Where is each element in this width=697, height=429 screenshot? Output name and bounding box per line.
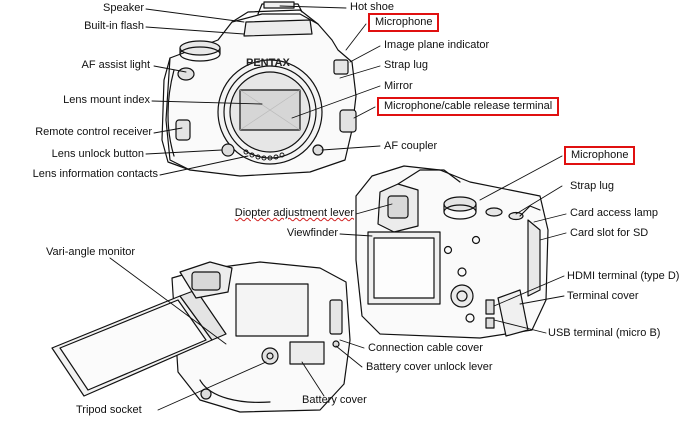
label-microphone-front: Microphone [368,13,440,32]
back-camera-body [355,165,549,339]
label-battery-cover: Battery cover [302,394,367,406]
label-tripod-socket: Tripod socket [76,404,142,416]
label-mirror: Mirror [384,80,413,92]
label-connection-cable-cover: Connection cable cover [368,342,483,354]
label-viewfinder: Viewfinder [286,227,338,239]
label-card-slot-for-sd: Card slot for SD [570,227,649,239]
label-af-assist-light: AF assist light [81,59,150,71]
label-strap-lug-front: Strap lug [384,59,429,71]
label-speaker: Speaker [103,2,144,14]
label-diopter-adjustment-lever: Diopter adjustment lever [196,207,354,220]
leader-lines [109,5,567,411]
label-built-in-flash: Built-in flash [84,20,144,32]
label-usb-terminal: USB terminal (micro B) [548,327,661,339]
label-terminal-cover: Terminal cover [567,290,639,302]
label-vari-angle-monitor: Vari-angle monitor [46,246,136,258]
label-card-access-lamp: Card access lamp [570,207,659,219]
label-diopter-adjustment-lever-text: Diopter adjustment lever [234,207,354,219]
label-battery-cover-unlock-lever: Battery cover unlock lever [366,361,493,373]
label-strap-lug-back: Strap lug [570,180,615,192]
label-af-coupler: AF coupler [384,140,438,152]
label-hdmi-terminal: HDMI terminal (type D) [567,270,680,282]
bottom-camera-body [51,261,351,413]
front-camera-body [161,1,357,177]
label-lens-unlock-button: Lens unlock button [51,148,144,160]
label-microphone-back: Microphone [564,146,636,165]
label-image-plane-indicator: Image plane indicator [384,39,490,51]
label-hot-shoe: Hot shoe [350,1,395,13]
brand-logo-text: PENTAX [246,57,290,69]
label-lens-information-contacts: Lens information contacts [32,168,158,180]
label-remote-control-receiver: Remote control receiver [35,126,152,138]
label-microphone-cable-release-terminal: Microphone/cable release terminal [377,97,560,116]
label-lens-mount-index: Lens mount index [63,94,150,106]
